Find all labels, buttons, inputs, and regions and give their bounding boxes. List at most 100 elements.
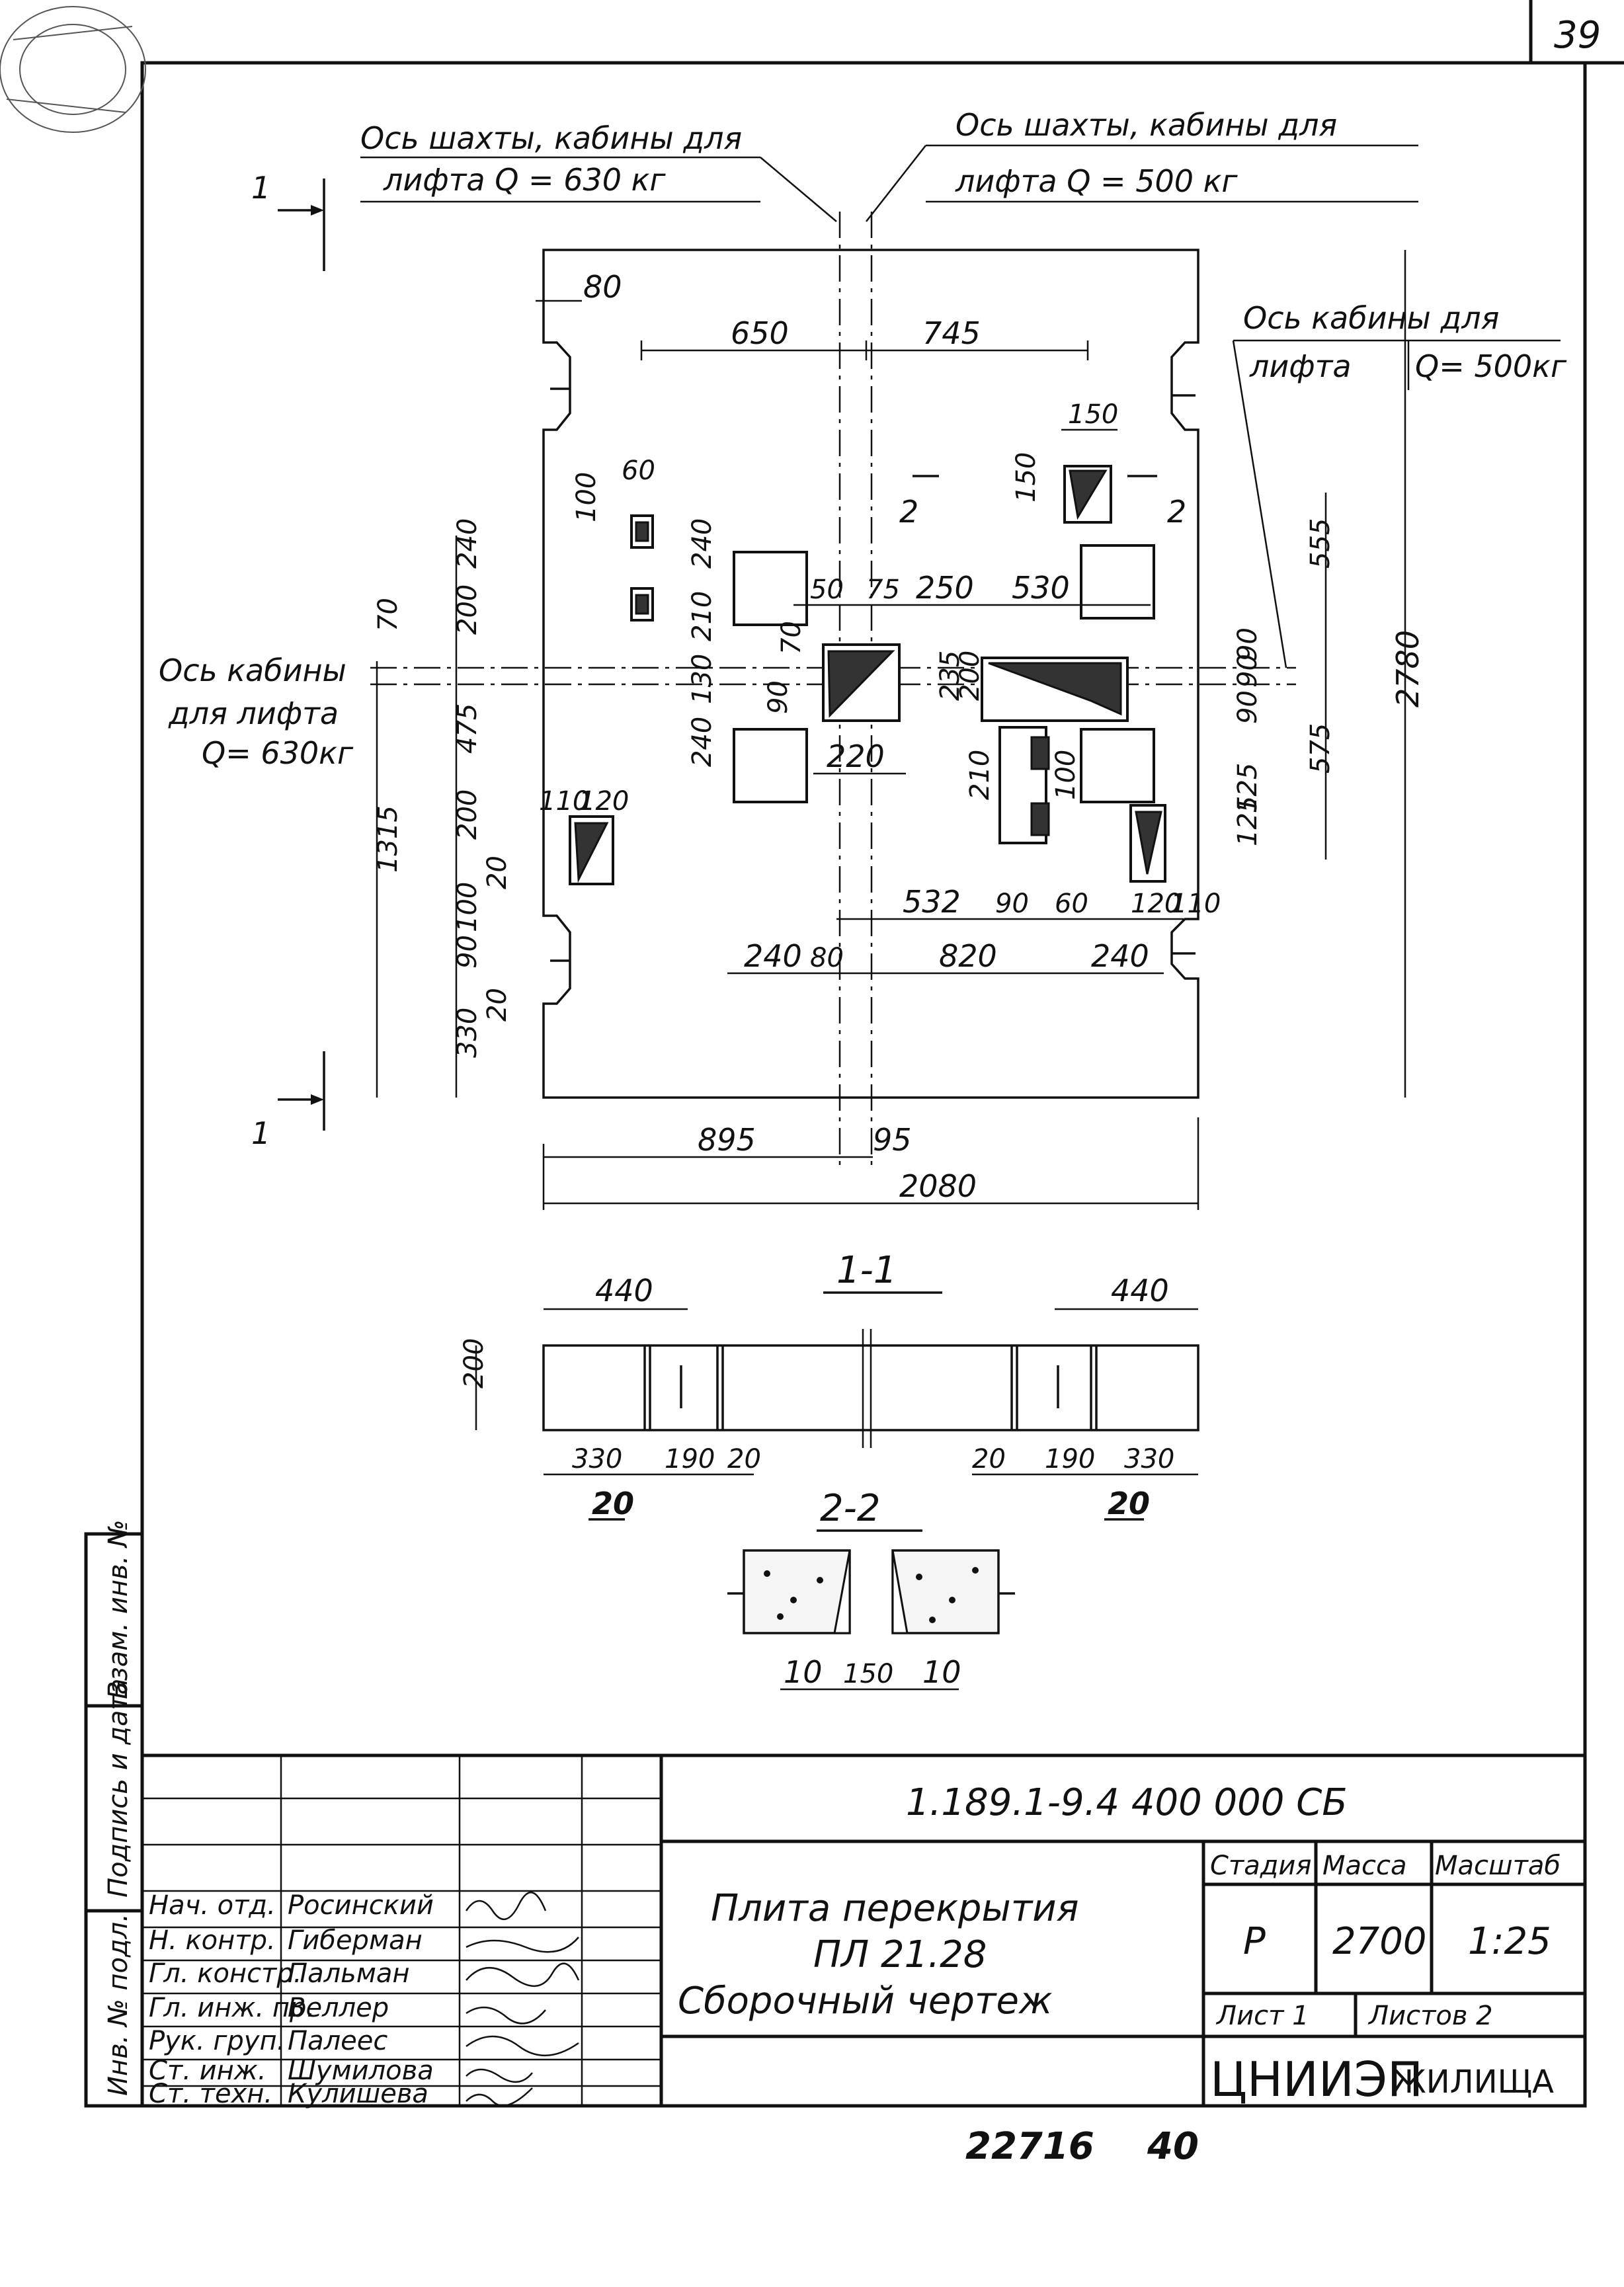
dim-2780: 2780 [1390, 630, 1426, 707]
dim-200-mid: 200 [955, 651, 985, 701]
dim-440-left: 440 [595, 1273, 653, 1308]
section-1-title: 1-1 [836, 1249, 897, 1292]
plate-tl [733, 551, 808, 626]
dim-90-mid: 90 [763, 680, 793, 714]
dim-60: 60 [622, 456, 655, 486]
dim-150-v: 150 [1011, 452, 1041, 502]
name-6: Кулишева [288, 2079, 428, 2109]
note-cabin-500-line1: Ось кабины для [1243, 300, 1499, 336]
dim-745: 745 [922, 315, 981, 351]
dim-120-low: 120 [1131, 889, 1181, 919]
bottom-number: 22716 [965, 2125, 1094, 2168]
value-mass: 2700 [1332, 1920, 1427, 1963]
approval-stamp [0, 6, 146, 133]
dim-10-r: 10 [922, 1654, 961, 1690]
plate-br [1080, 728, 1155, 803]
dim-200-left: 200 [452, 584, 483, 635]
dim-130-inner: 130 [687, 654, 717, 704]
section-2-mark-right: 2 [1167, 494, 1186, 530]
dim-240-left: 240 [452, 518, 483, 569]
dim-200-sec: 200 [459, 1338, 489, 1388]
value-stage: Р [1243, 1920, 1266, 1963]
role-3: Гл. инж. пр. [149, 1993, 315, 2023]
title-line-1: Плита перекрытия [711, 1887, 1078, 1930]
section-mark-top: 1 [251, 170, 270, 206]
dim-20-left-a: 20 [482, 988, 512, 1022]
dim-650: 650 [731, 315, 789, 351]
dim-240-low: 240 [744, 938, 802, 974]
dim-110-low: 110 [1170, 889, 1221, 919]
dim-20-bold-r: 20 [1108, 1486, 1150, 1521]
dim-20-sec-l: 20 [727, 1444, 761, 1474]
dim-90-r1: 90 [1233, 690, 1263, 724]
header-scale: Масштаб [1435, 1851, 1561, 1881]
dim-90-right: 90 [1233, 627, 1263, 661]
side-stamp-sign: Подпись и дата [103, 1679, 134, 1898]
dim-95: 95 [873, 1122, 912, 1158]
dim-475: 475 [452, 703, 483, 754]
title-block: 1.189.1-9.4 400 000 СБ Плита перекрытия … [142, 1753, 1585, 2109]
dim-20-left-b: 20 [482, 856, 512, 889]
dim-125-b: 125 [1233, 763, 1263, 813]
dim-60-low: 60 [1055, 889, 1088, 919]
section-2-mark-left: 2 [899, 494, 918, 530]
name-4: Палеес [288, 2026, 387, 2056]
dim-820: 820 [939, 938, 997, 974]
document-code: 1.189.1-9.4 400 000 СБ [906, 1781, 1348, 1824]
dim-440-right: 440 [1111, 1273, 1169, 1308]
role-5: Ст. инж. [149, 2056, 266, 2086]
note-cabin-630-line3: Q= 630кг [202, 735, 354, 771]
dim-895: 895 [698, 1122, 756, 1158]
dim-2080: 2080 [899, 1168, 977, 1204]
section-2-2: 2-2 10 150 10 [727, 1487, 1015, 1691]
dim-575: 575 [1305, 723, 1336, 774]
side-stamp: Инв. № подл. Подпись и дата Взам. инв. № [84, 1519, 144, 2108]
drawing-frame [140, 61, 1587, 2108]
role-2: Гл. констр. [149, 1958, 302, 1989]
title-line-2: ПЛ 21.28 [813, 1933, 987, 1976]
dim-90-r2: 90 [1233, 654, 1263, 688]
dim-210-mid: 210 [965, 750, 995, 800]
dim-150-h: 150 [1068, 399, 1118, 430]
name-1: Гиберман [288, 1925, 423, 1956]
slab-plan: 2 2 [370, 212, 1296, 1170]
dim-1315: 1315 [373, 805, 403, 873]
dim-240-inner: 240 [687, 518, 717, 569]
name-2: Пальман [288, 1958, 410, 1989]
dim-555: 555 [1305, 518, 1336, 569]
sheet-count: Листов 2 [1367, 2001, 1493, 2031]
dim-20-sec-r: 20 [972, 1444, 1006, 1474]
dim-80: 80 [583, 269, 622, 305]
page-number: 39 [1554, 14, 1601, 57]
dim-10-l: 10 [784, 1654, 823, 1690]
plan-dimensions: 650 745 80 60 150 150 50 75 250 530 70 2… [373, 250, 1426, 1210]
dim-125-a: 125 [1233, 796, 1263, 846]
dim-100-left: 100 [452, 882, 483, 932]
dim-100-mid: 100 [1051, 750, 1081, 800]
dim-50: 50 [810, 575, 844, 605]
role-6: Ст. техн. [149, 2079, 272, 2109]
note-shaft-630-line2: лифта Q = 630 кг [383, 162, 666, 198]
dim-330-sec-l: 330 [572, 1444, 622, 1474]
name-3: Веллер [288, 1993, 389, 2023]
signatures [465, 1892, 580, 2106]
section-1-1: 1-1 440 440 200 330 190 20 20 190 330 20… [459, 1249, 1199, 1521]
note-cabin-630-line1: Ось кабины [159, 653, 346, 688]
dim-190-sec-r: 190 [1045, 1444, 1095, 1474]
dim-80-low: 80 [810, 943, 844, 973]
dim-110: 110 [539, 786, 589, 817]
section-1-markers: 1 1 [251, 170, 325, 1151]
dim-190-sec-l: 190 [665, 1444, 715, 1474]
dim-330-left: 330 [452, 1008, 483, 1058]
dim-75: 75 [866, 575, 900, 605]
note-shaft-500-line1: Ось шахты, кабины для [955, 107, 1337, 143]
note-shaft-630-line1: Ось шахты, кабины для [360, 120, 742, 156]
dim-330-sec-r: 330 [1124, 1444, 1174, 1474]
plate-tr [1080, 544, 1155, 620]
dim-70-mid: 70 [776, 621, 807, 655]
dim-20-bold-l: 20 [592, 1486, 634, 1521]
shaft-axis-notes: Ось шахты, кабины для лифта Q = 630 кг О… [159, 107, 1567, 771]
role-1: Н. контр. [149, 1925, 276, 1956]
side-stamp-inv: Инв. № подл. [103, 1913, 134, 2096]
